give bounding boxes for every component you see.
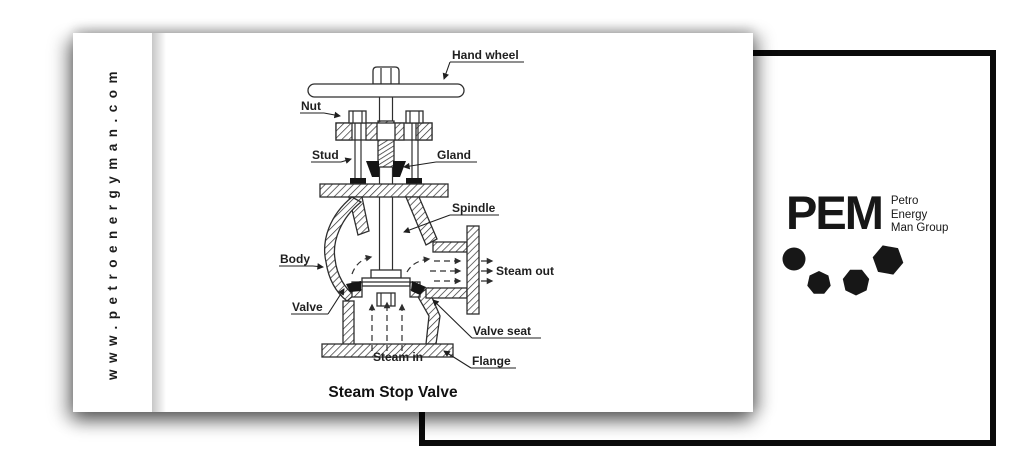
logo-name-line-2: Energy <box>890 208 928 221</box>
callout-labels: Hand wheel Nut Stud Gland Spindle Body <box>279 48 554 369</box>
label-body: Body <box>280 252 310 266</box>
gland-drawing <box>366 161 406 177</box>
website-strip: www.petroenergyman.com <box>73 33 152 412</box>
bonnet-drawing <box>319 183 449 246</box>
logo-acronym: PEM <box>786 186 884 239</box>
pem-logo: PEM Petro Energy Man Group <box>786 186 949 239</box>
stuffing-box-flange-drawing <box>335 122 433 141</box>
valve-disc-drawing <box>346 269 426 307</box>
diagram-title: Steam Stop Valve <box>328 384 458 401</box>
logo-hexagon-icon <box>872 245 904 275</box>
label-hand-wheel: Hand wheel <box>452 48 519 62</box>
label-valve-seat: Valve seat <box>473 324 531 338</box>
label-stud: Stud <box>312 148 339 162</box>
logo-name-line-3: Man Group <box>890 222 949 234</box>
label-nut: Nut <box>301 99 321 113</box>
label-flange: Flange <box>472 354 511 368</box>
logo-heptagon-large-icon <box>842 269 870 296</box>
website-url: www.petroenergyman.com <box>105 64 121 381</box>
logo-hex-dots-icon <box>782 245 904 296</box>
label-valve: Valve <box>292 300 323 314</box>
outlet-pipe-drawing <box>425 225 480 315</box>
label-spindle: Spindle <box>452 201 496 215</box>
logo-heptagon-small-icon <box>807 271 831 294</box>
flow-arrows <box>351 254 494 351</box>
label-steam-in: Steam in <box>373 350 423 364</box>
logo-name-line-1: Petro <box>890 195 919 207</box>
label-steam-out: Steam out <box>496 264 554 278</box>
steam-stop-valve-diagram: Hand wheel Nut Stud Gland Spindle Body <box>279 48 554 401</box>
logo-dot-icon <box>782 247 806 271</box>
hand-wheel-drawing <box>307 66 465 98</box>
diagram-card: www.petroenergyman.com <box>73 33 753 412</box>
logo-company-name: Petro Energy Man Group <box>891 195 949 236</box>
label-gland: Gland <box>437 148 471 162</box>
